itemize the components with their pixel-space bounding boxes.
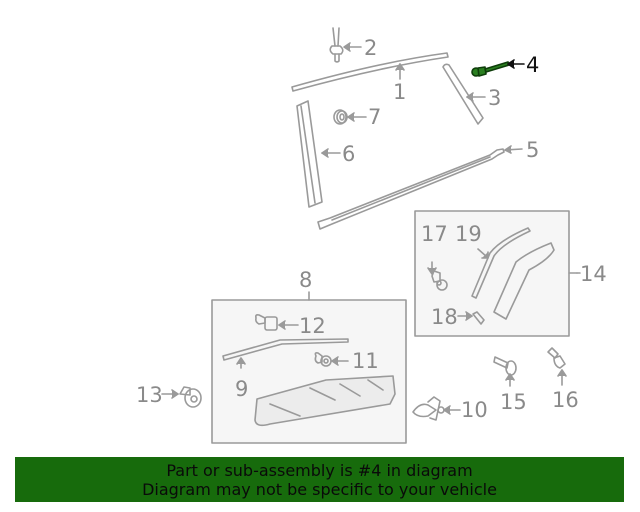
callout-6[interactable]: 6 <box>342 142 356 166</box>
part-13-cap[interactable] <box>161 386 202 408</box>
callout-13[interactable]: 13 <box>136 383 163 407</box>
part-7-grommet[interactable] <box>333 109 367 125</box>
part-4-bolt-highlighted[interactable] <box>471 61 510 77</box>
part-2-clip[interactable] <box>329 27 362 63</box>
banner-line-disclaimer: Diagram may not be specific to your vehi… <box>142 480 497 499</box>
callout-10[interactable]: 10 <box>461 398 488 422</box>
part-15-screw[interactable] <box>493 356 517 387</box>
part-4-leader <box>507 59 525 69</box>
callout-15[interactable]: 15 <box>500 390 527 414</box>
callout-3[interactable]: 3 <box>488 86 502 110</box>
part-5-belt-molding[interactable] <box>317 145 523 230</box>
callout-14[interactable]: 14 <box>580 262 607 286</box>
banner-line-part-number: Part or sub-assembly is #4 in diagram <box>166 461 473 480</box>
part-16-clip[interactable] <box>547 347 567 386</box>
parts-diagram <box>161 27 581 444</box>
callout-18[interactable]: 18 <box>431 305 458 329</box>
callout-7[interactable]: 7 <box>368 105 382 129</box>
part-12-clip[interactable] <box>255 314 299 331</box>
callout-16[interactable]: 16 <box>552 388 579 412</box>
part-9-strip[interactable] <box>222 338 349 369</box>
callout-4[interactable]: 4 <box>526 53 540 77</box>
callout-1[interactable]: 1 <box>393 80 407 104</box>
callout-9[interactable]: 9 <box>235 377 249 401</box>
group-8-box <box>211 291 407 444</box>
part-8-panel[interactable] <box>254 375 396 427</box>
part-10-fastener[interactable] <box>412 396 461 421</box>
part-18-clip[interactable] <box>457 311 485 325</box>
callout-11[interactable]: 11 <box>352 349 379 373</box>
callout-5[interactable]: 5 <box>526 138 540 162</box>
part-6-garnish[interactable] <box>296 100 341 208</box>
info-banner: Part or sub-assembly is #4 in diagram Di… <box>15 457 624 502</box>
part-1-molding[interactable] <box>291 52 449 92</box>
callout-19[interactable]: 19 <box>455 222 482 246</box>
callout-2[interactable]: 2 <box>364 36 378 60</box>
part-17-clip[interactable] <box>427 261 448 291</box>
callout-8[interactable]: 8 <box>299 268 313 292</box>
part-11-clip[interactable] <box>314 352 349 367</box>
part-3-molding[interactable] <box>442 63 486 125</box>
callout-12[interactable]: 12 <box>299 314 326 338</box>
callout-17[interactable]: 17 <box>421 222 448 246</box>
part-14-garnish[interactable] <box>493 242 555 320</box>
part-19-strip[interactable] <box>471 227 531 299</box>
